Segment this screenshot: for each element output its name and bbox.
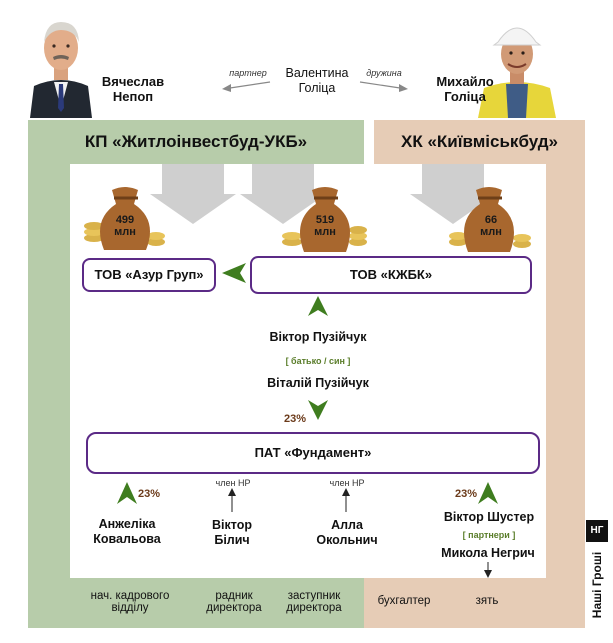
okolnych-line1: Алла bbox=[331, 518, 363, 532]
role-zyat: зять bbox=[475, 595, 499, 607]
note-bilych: член НР bbox=[215, 478, 251, 488]
wife-arrow-line bbox=[359, 81, 401, 89]
role-bilych-l1: радник bbox=[215, 590, 253, 602]
left-side-band bbox=[28, 164, 70, 578]
pct-fundament: 23% bbox=[284, 413, 307, 425]
grey-arrow-2 bbox=[240, 164, 326, 224]
note-okolnych: член НР bbox=[329, 478, 365, 488]
name-mykhailo-line2: Голіца bbox=[444, 89, 486, 104]
kovalova-line1: Анжеліка bbox=[98, 517, 156, 531]
bag-3-text: 66 млн bbox=[469, 214, 513, 238]
arrow-up-kovalova bbox=[117, 482, 137, 504]
label-partner: партнер bbox=[229, 68, 267, 78]
bilych-line1: Віктор bbox=[212, 518, 252, 532]
arrow-negrych-head bbox=[484, 570, 492, 578]
kovalova-line2: Ковальова bbox=[93, 532, 161, 546]
role-kovalova-l1: нач. кадрового bbox=[90, 590, 170, 602]
logo-mark: НГ bbox=[586, 520, 608, 542]
partner-arrow-line bbox=[229, 81, 271, 89]
logo-text: Наші Гроші bbox=[590, 551, 604, 619]
grey-arrow-1 bbox=[150, 164, 236, 224]
bag-1-amount: 499 bbox=[115, 214, 135, 226]
name-valentyna: Валентина Голіцa bbox=[276, 66, 358, 96]
money-bag-1 bbox=[84, 187, 165, 250]
bag-1-unit: млн bbox=[114, 226, 136, 238]
relation-arrows bbox=[222, 81, 408, 92]
bag-2-text: 519 млн bbox=[303, 214, 347, 238]
person-kovalova: Анжеліка Ковальова bbox=[82, 517, 172, 547]
bag-2-unit: млн bbox=[314, 226, 336, 238]
right-company-title: ХК «Київміськбуд» bbox=[401, 132, 558, 151]
bottom-green-band bbox=[28, 578, 364, 628]
wife-arrowhead bbox=[399, 84, 408, 92]
role-bilych-l2: директора bbox=[206, 602, 262, 614]
label-wife: дружина bbox=[366, 68, 402, 78]
role-buh: бухгалтер bbox=[377, 595, 431, 607]
person-viktor-puziichuk: Віктор Пузійчук bbox=[269, 330, 367, 344]
portrait-golitsa bbox=[476, 12, 558, 118]
arrow-okolnych-head bbox=[342, 488, 350, 496]
pct-kovalova: 23% bbox=[138, 488, 161, 500]
person-vitalii-puziichuk: Віталій Пузійчук bbox=[267, 376, 369, 390]
nashi-groshi-logo: НГ Наші Гроші bbox=[586, 520, 608, 630]
name-nepop-line1: Вячеслав bbox=[101, 74, 165, 89]
role-kovalova-l2: відділу bbox=[111, 602, 149, 614]
box-fundament: ПАТ «Фундамент» bbox=[86, 432, 540, 474]
arrow-bilych-head bbox=[228, 488, 236, 496]
bottom-beige-band bbox=[364, 578, 585, 628]
name-nepop-line2: Непоп bbox=[112, 89, 154, 104]
bilych-line2: Білич bbox=[214, 533, 250, 547]
left-company-title: КП «Житлоінвестбуд-УКБ» bbox=[84, 132, 308, 151]
role-kovalova: нач. кадрового відділу bbox=[70, 590, 190, 614]
relation-partners: [ партнери ] bbox=[462, 530, 516, 540]
bag-2-amount: 519 bbox=[315, 214, 335, 226]
bag-3-unit: млн bbox=[480, 226, 502, 238]
money-bag-2 bbox=[282, 187, 367, 252]
bag-1-text: 499 млн bbox=[103, 214, 147, 238]
role-okolnych-l1: заступник bbox=[287, 590, 341, 602]
okolnych-line2: Окольнич bbox=[316, 533, 378, 547]
pct-shuster: 23% bbox=[455, 488, 478, 500]
role-bilych: радник директора bbox=[196, 590, 272, 614]
name-valentyna-line2: Голіцa bbox=[298, 81, 336, 95]
portrait-nepop bbox=[28, 12, 94, 118]
person-shuster: Віктор Шустер bbox=[443, 510, 535, 524]
person-bilych: Віктор Білич bbox=[196, 518, 268, 548]
logo-text-wrap: Наші Гроші bbox=[586, 542, 608, 628]
arrow-down-fundament bbox=[308, 400, 328, 420]
right-company-band bbox=[374, 120, 585, 164]
partner-arrowhead bbox=[222, 84, 231, 92]
person-okolnych: Алла Окольнич bbox=[306, 518, 388, 548]
name-nepop: Вячеслав Непоп bbox=[92, 74, 174, 104]
arrow-up-puziichuk bbox=[308, 296, 328, 316]
role-okolnych-l2: директора bbox=[286, 602, 342, 614]
box-kzhbk: ТОВ «КЖБК» bbox=[250, 256, 532, 294]
name-mykhailo: Михайло Голіца bbox=[424, 74, 506, 104]
right-side-band bbox=[546, 164, 585, 578]
bag-3-amount: 66 bbox=[484, 214, 498, 226]
relation-father-son: [ батько / син ] bbox=[285, 356, 351, 366]
name-valentyna-line1: Валентина bbox=[285, 66, 349, 80]
person-negrych: Микола Негрич bbox=[441, 546, 535, 560]
role-okolnych: заступник директора bbox=[274, 590, 354, 614]
left-company-band bbox=[28, 120, 364, 164]
arrow-kzhbk-to-azur bbox=[222, 263, 246, 283]
name-mykhailo-line1: Михайло bbox=[436, 74, 494, 89]
box-azur: ТОВ «Азур Груп» bbox=[82, 258, 216, 292]
arrow-up-shuster bbox=[478, 482, 498, 504]
